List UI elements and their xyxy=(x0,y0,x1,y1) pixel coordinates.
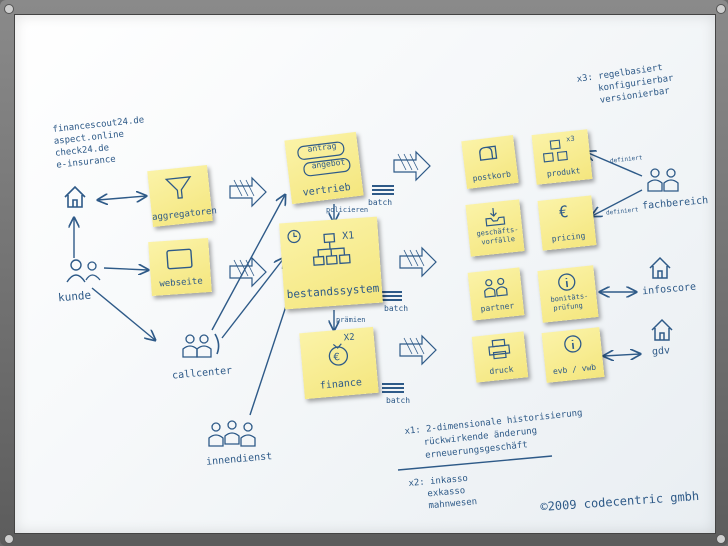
note-partner: partner xyxy=(467,267,525,321)
kunde-people-icon xyxy=(66,259,101,283)
bolt-bottom-right xyxy=(716,534,726,544)
source-list: financescout24.de aspect.online check24.… xyxy=(52,114,149,171)
postkorb-label: postkorb xyxy=(472,169,512,184)
batch-label-finance: batch xyxy=(386,396,411,405)
euro-bag-icon: € xyxy=(328,343,349,366)
note-geschaeftsvorfaelle: geschäfts- vorfälle xyxy=(465,199,525,257)
druck-label: druck xyxy=(488,364,514,377)
bolt-top-right xyxy=(716,4,726,14)
bolt-top-left xyxy=(4,4,14,14)
bolt-bottom-left xyxy=(4,534,14,544)
finance-label: finance xyxy=(319,377,363,392)
produkt-label: produkt xyxy=(546,166,581,179)
gdv-label: gdv xyxy=(651,345,671,358)
inbox-tray-icon xyxy=(485,208,506,227)
note-druck: druck xyxy=(471,331,529,383)
document-scroll-icon xyxy=(297,141,351,177)
webseite-label: webseite xyxy=(159,276,204,290)
info-icon xyxy=(558,273,576,291)
evb-label: evb / vwb xyxy=(552,362,597,377)
praemien-label: prämien xyxy=(336,316,366,324)
partner-label: partner xyxy=(480,301,515,314)
note-finance: X2 € finance xyxy=(299,326,379,400)
fachbereich-people-icon xyxy=(647,168,679,192)
legend-x2: x2: inkasso exkasso mahnwesen xyxy=(408,472,478,514)
infoscore-house-icon xyxy=(649,256,671,279)
batch-label-vertrieb: batch xyxy=(368,198,393,207)
policieren-label: policieren xyxy=(326,206,369,214)
bonitaet-label-2: prüfung xyxy=(553,301,584,313)
svg-text:€: € xyxy=(333,352,340,364)
note-webseite: webseite xyxy=(148,237,212,297)
note-produkt: x3 produkt xyxy=(531,129,593,185)
note-postkorb: postkorb xyxy=(461,135,519,189)
note-aggregatoren: aggregatoren xyxy=(147,165,218,227)
note-vertrieb: antrag angebot vertrieb xyxy=(284,131,364,205)
batch-label-bestand: batch xyxy=(384,304,409,313)
note-evb: evb / vwb xyxy=(541,327,605,383)
clock-history-icon xyxy=(287,229,301,244)
partner-people-icon xyxy=(484,277,508,298)
funnel-icon xyxy=(164,176,192,199)
note-bonitaetspruefung: bonitäts- prüfung xyxy=(537,265,599,323)
printer-icon xyxy=(488,338,511,360)
aggregatoren-label: aggregatoren xyxy=(151,206,218,224)
callcenter-icon xyxy=(182,333,220,358)
mailbox-icon xyxy=(479,145,498,161)
info-icon-evb xyxy=(564,335,582,353)
product-boxes-icon xyxy=(542,139,568,163)
note-pricing: € pricing xyxy=(537,195,597,251)
hierarchy-icon xyxy=(312,233,351,266)
innendienst-icon xyxy=(208,420,256,447)
gdv-house-icon xyxy=(651,318,673,341)
pricing-label: pricing xyxy=(551,231,586,244)
euro-icon: € xyxy=(557,201,570,222)
note-bestandssystem: X1 bestandssystem xyxy=(279,216,383,310)
browser-window-icon xyxy=(166,248,193,270)
bestandssystem-label: bestandssystem xyxy=(286,281,380,302)
house-icon xyxy=(64,185,86,208)
